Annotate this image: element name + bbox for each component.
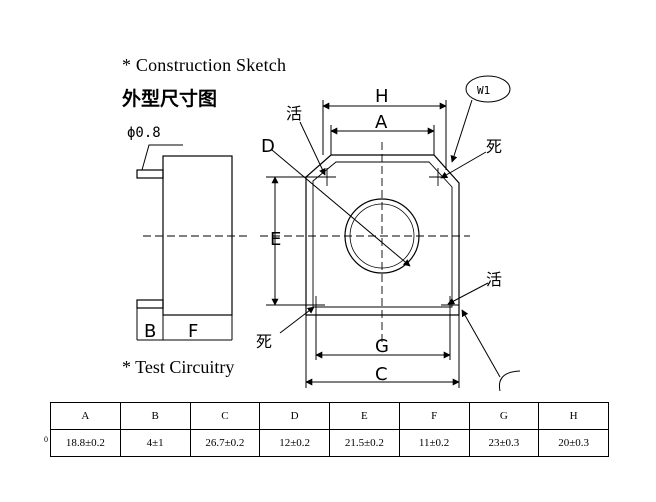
pin-markers bbox=[307, 168, 459, 314]
leader-dead-top bbox=[440, 151, 487, 179]
table-cell: 26.7±0.2 bbox=[189, 429, 261, 457]
top-pin bbox=[136, 169, 164, 179]
dim-label-D: D bbox=[261, 136, 275, 157]
table-header: A bbox=[50, 402, 121, 430]
w2-bubble bbox=[498, 370, 521, 392]
construction-sketch-title-cn: 外型尺寸图 bbox=[122, 88, 218, 110]
dim-label-F: F bbox=[188, 321, 198, 342]
leader-w1 bbox=[450, 99, 473, 163]
table-cell: 23±0.3 bbox=[468, 429, 540, 457]
dim-label-C: C bbox=[375, 364, 388, 385]
test-circuitry-title: * Test Circuitry bbox=[122, 357, 235, 377]
core-outline bbox=[312, 161, 453, 308]
table-row: 18.8±0.2 4±1 26.7±0.2 12±0.2 21.5±0.2 11… bbox=[50, 429, 609, 457]
live-terminal-label-top: 活 bbox=[286, 104, 302, 123]
side-view bbox=[136, 144, 250, 341]
dead-terminal-label-bottom: 死 bbox=[256, 332, 272, 351]
dim-label-G: G bbox=[375, 336, 389, 357]
phi-label: ϕ0.8 bbox=[127, 125, 161, 141]
construction-sketch-title: * Construction Sketch bbox=[122, 55, 287, 75]
table-header: E bbox=[329, 402, 400, 430]
table-cell: 11±0.2 bbox=[398, 429, 470, 457]
table-cell: 21.5±0.2 bbox=[329, 429, 400, 457]
phi-leader bbox=[141, 144, 183, 171]
dim-label-B: B bbox=[144, 321, 156, 342]
leader-live-bottom bbox=[447, 282, 489, 305]
construction-drawing: ϕ0.8 B F bbox=[127, 75, 521, 392]
table-header: G bbox=[468, 402, 540, 430]
table-cell: 4±1 bbox=[119, 429, 191, 457]
dim-label-E: E bbox=[270, 229, 281, 250]
w1-label: W1 bbox=[477, 84, 490, 97]
table-header-row: A B C D E F G H bbox=[50, 402, 609, 430]
leader-w2 bbox=[461, 309, 501, 378]
leader-live-top bbox=[299, 121, 326, 176]
side-body bbox=[162, 155, 233, 316]
leader-dead-bottom bbox=[279, 306, 315, 334]
live-terminal-label-bottom: 活 bbox=[486, 270, 502, 289]
table-header: D bbox=[259, 402, 330, 430]
front-view bbox=[260, 75, 521, 392]
dim-label-A: A bbox=[375, 112, 388, 133]
table-cell: 20±0.3 bbox=[538, 429, 609, 457]
table-header: F bbox=[398, 402, 470, 430]
dim-line-D bbox=[271, 149, 411, 267]
table-header: H bbox=[538, 402, 609, 430]
bottom-pin bbox=[136, 299, 164, 309]
table-header: C bbox=[189, 402, 261, 430]
w1-bubble bbox=[465, 75, 511, 103]
body-outline bbox=[305, 154, 460, 316]
dim-label-H: H bbox=[375, 86, 389, 107]
table-cell: 18.8±0.2 bbox=[50, 429, 121, 457]
table-header: B bbox=[119, 402, 191, 430]
dimension-table: A B C D E F G H 18.8±0.2 4±1 26.7±0.2 12… bbox=[50, 402, 609, 457]
table-cell: 12±0.2 bbox=[259, 429, 330, 457]
row-marker: 0 bbox=[44, 435, 48, 444]
dead-terminal-label-top: 死 bbox=[486, 137, 502, 156]
